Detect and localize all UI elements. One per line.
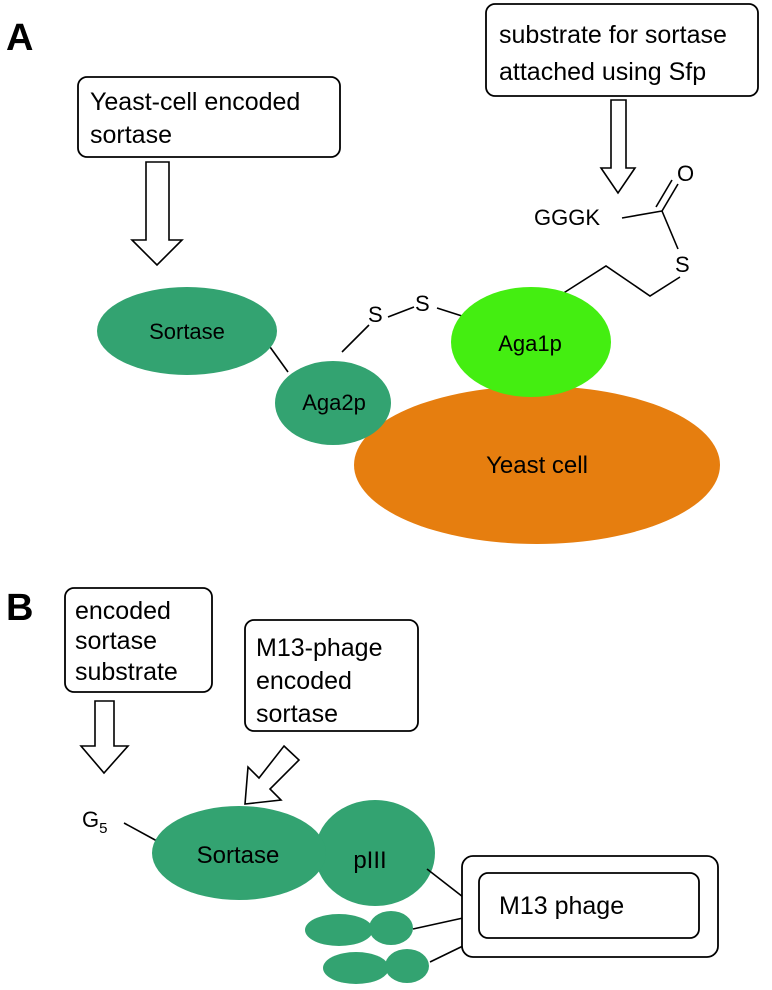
panel-a-disulfide-s2: S — [415, 291, 430, 316]
panel-a-sortase-protein — [97, 287, 277, 375]
panel-b-sortase-protein — [152, 806, 326, 900]
panel-b-phage-box-line1: M13-phage — [256, 634, 382, 662]
coat-upper-connector — [412, 917, 464, 930]
coat-protein-pair-lower — [323, 949, 429, 984]
g5-label: G5 — [82, 807, 107, 837]
m13-phage-label: M13 phage — [499, 892, 624, 920]
panel-a-sortase-box-line1: Yeast-cell encoded — [90, 88, 300, 116]
panel-a-substrate-box: substrate for sortase attached using Sfp — [485, 3, 759, 97]
panel-a-down-arrow-right — [599, 99, 637, 195]
carbonyl-sulfur-bond — [661, 210, 679, 250]
yeast-cell-label: Yeast cell — [486, 452, 588, 479]
panel-a-label: A — [6, 17, 33, 59]
panel-b-sortase-label: Sortase — [197, 842, 280, 869]
g5-sortase-bond — [123, 822, 158, 842]
panel-b-down-arrow — [79, 700, 130, 775]
panel-b-label: B — [6, 587, 33, 629]
panel-a-oxygen-label: O — [677, 161, 694, 186]
panel-a-substrate-box-line2: attached using Sfp — [499, 58, 706, 86]
g5-subscript: 5 — [99, 820, 107, 837]
panel-a-disulfide-s1: S — [368, 302, 383, 327]
piii-phage-connector — [426, 868, 464, 898]
aga1p-protein — [451, 287, 611, 397]
panel-a-sulfur-label: S — [675, 252, 690, 277]
panel-a-sortase-box-line2: sortase — [90, 121, 172, 149]
carbonyl-double-bond-1 — [661, 183, 679, 212]
panel-b-diagonal-arrow — [244, 744, 301, 805]
panel-b-substrate-box-line1: encoded — [75, 597, 171, 625]
disulfide-bond-right — [436, 307, 463, 317]
panel-b-phage-box-line2: encoded — [256, 667, 352, 695]
peptide-carbonyl-bond — [621, 210, 663, 219]
g5-letter: G — [82, 807, 99, 832]
panel-b-substrate-box-line2: sortase — [75, 627, 157, 655]
m13-phage-box: M13 phage — [461, 855, 719, 958]
panel-a-substrate-box-line1: substrate for sortase — [499, 21, 727, 49]
disulfide-bond-middle — [387, 306, 415, 318]
piii-protein — [315, 800, 435, 906]
aga2p-protein — [275, 361, 391, 445]
piii-label: pIII — [353, 847, 386, 874]
linker-chain — [561, 265, 681, 297]
carbonyl-double-bond-2 — [655, 179, 673, 208]
aga2p-label: Aga2p — [302, 390, 366, 415]
disulfide-bond-left — [341, 324, 370, 353]
panel-a-down-arrow-left — [130, 161, 184, 267]
aga1p-label: Aga1p — [498, 331, 562, 356]
panel-b-phage-box-line3: sortase — [256, 700, 338, 728]
panel-b-phage-sortase-box: M13-phage encoded sortase — [244, 619, 419, 732]
panel-b-substrate-box: encoded sortase substrate — [64, 587, 213, 693]
coat-lower-connector — [429, 944, 466, 963]
panel-a-sortase-box: Yeast-cell encoded sortase — [77, 76, 341, 158]
yeast-cell — [354, 386, 720, 544]
panel-a-sortase-label: Sortase — [149, 319, 225, 344]
panel-b-substrate-box-line3: substrate — [75, 658, 178, 686]
panel-a-peptide-label: GGGK — [534, 205, 600, 230]
coat-protein-pair-upper — [305, 911, 413, 946]
